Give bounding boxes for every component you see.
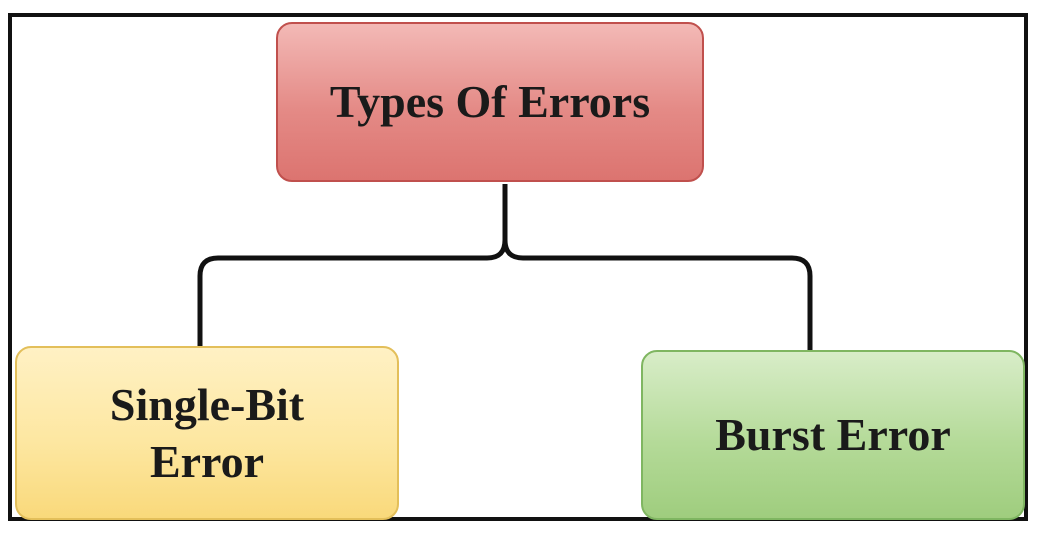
child-node-burst-error: Burst Error bbox=[641, 350, 1025, 520]
single-bit-label-line-1: Single-Bit bbox=[109, 378, 305, 430]
connector-root-to-burst bbox=[502, 184, 813, 350]
single-bit-error-label: Single-Bit Error bbox=[110, 376, 304, 491]
burst-error-label: Burst Error bbox=[715, 409, 951, 461]
root-node-label: Types Of Errors bbox=[329, 76, 651, 128]
connector-root-to-single-bit bbox=[197, 184, 508, 346]
single-bit-label-line-2: Error bbox=[149, 436, 265, 487]
child-node-single-bit-error: Single-Bit Error bbox=[15, 346, 399, 520]
root-node-types-of-errors: Types Of Errors bbox=[276, 22, 704, 182]
